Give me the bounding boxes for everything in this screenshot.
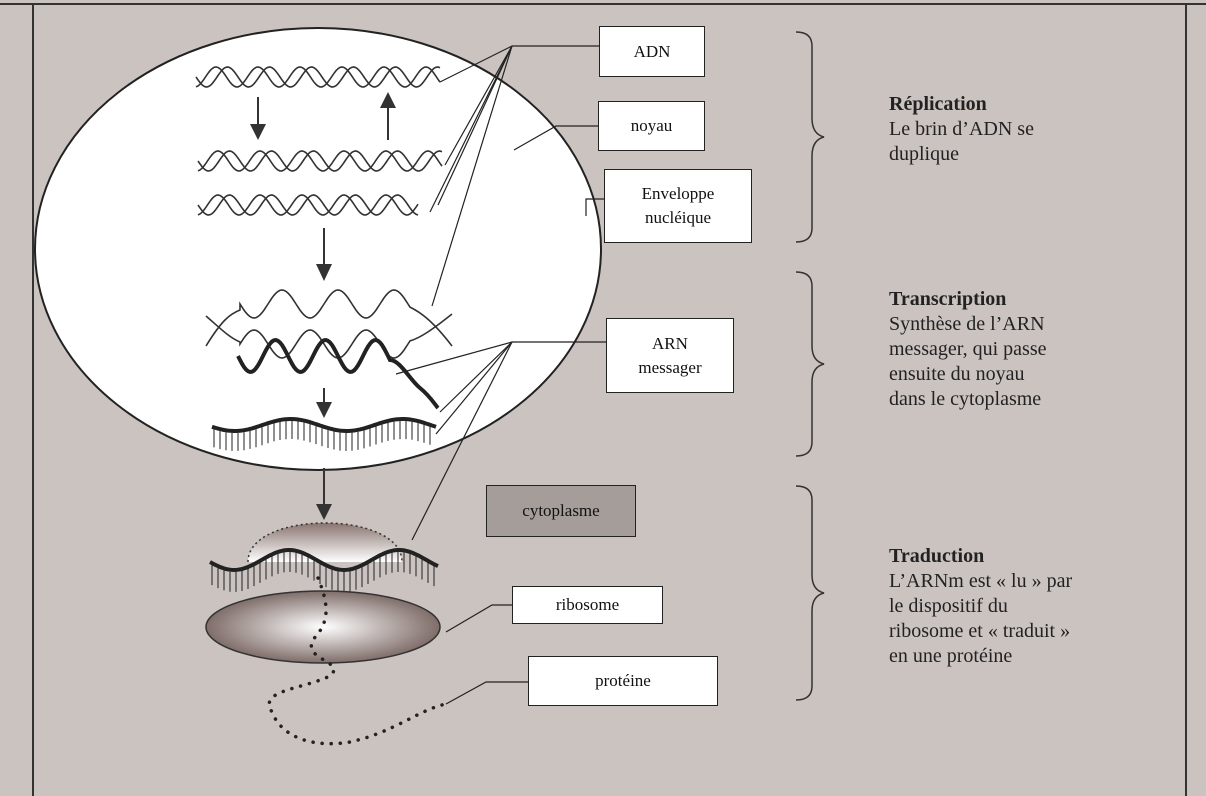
arrow-down-icon (316, 468, 332, 520)
ribosome (205, 522, 441, 664)
ribosome-small-subunit (247, 522, 403, 563)
phase-title: Transcription (889, 288, 1007, 310)
nucleus-label: noyau (598, 101, 705, 151)
dna-strand (197, 150, 443, 172)
phase-title: Traduction (889, 545, 985, 567)
dna-helices (195, 66, 453, 359)
arrow-up-icon (380, 92, 396, 140)
phase-braces (795, 31, 825, 701)
flow-arrows (250, 92, 396, 520)
phase-translation: Traduction L’ARNm est « lu » par le disp… (889, 544, 1072, 669)
protein-label: protéine (528, 656, 718, 706)
phase-transcription: Transcription Synthèse de l’ARN messager… (889, 287, 1047, 412)
mrna-thick-strand (236, 337, 440, 410)
dna-strand (195, 66, 441, 88)
phase-description: Le brin d’ADN se duplique (889, 118, 1034, 165)
dna-strand (197, 150, 443, 172)
cytoplasm-label: cytoplasme (486, 485, 636, 537)
phase-title: Réplication (889, 93, 987, 115)
phase-description: L’ARNm est « lu » par le dispositif du r… (889, 570, 1073, 667)
mrna-label: ARN messager (606, 318, 734, 393)
mrna-backbone (211, 417, 437, 433)
dna-strand (197, 194, 419, 216)
ribosome-label: ribosome (512, 586, 663, 624)
dna-strand (195, 66, 441, 88)
dna-strand-open (205, 313, 453, 359)
dna-strand-open (205, 289, 453, 347)
arrow-down-icon (316, 388, 332, 418)
mrna-strand-ribosome (209, 548, 439, 592)
phase-replication: Réplication Le brin d’ADN se duplique (889, 92, 1034, 167)
mrna-strand (211, 337, 440, 451)
panel-frame (0, 3, 1206, 796)
arrow-down-icon (316, 228, 332, 281)
mrna-backbone (209, 548, 439, 573)
nuclear-envelope-label: Enveloppe nucléique (604, 169, 752, 243)
phase-description: Synthèse de l’ARN messager, qui passe en… (889, 313, 1047, 410)
dna-label: ADN (599, 26, 705, 77)
leader-lines (395, 45, 606, 705)
arrow-down-icon (250, 97, 266, 140)
ribosome-large-subunit (205, 590, 441, 664)
